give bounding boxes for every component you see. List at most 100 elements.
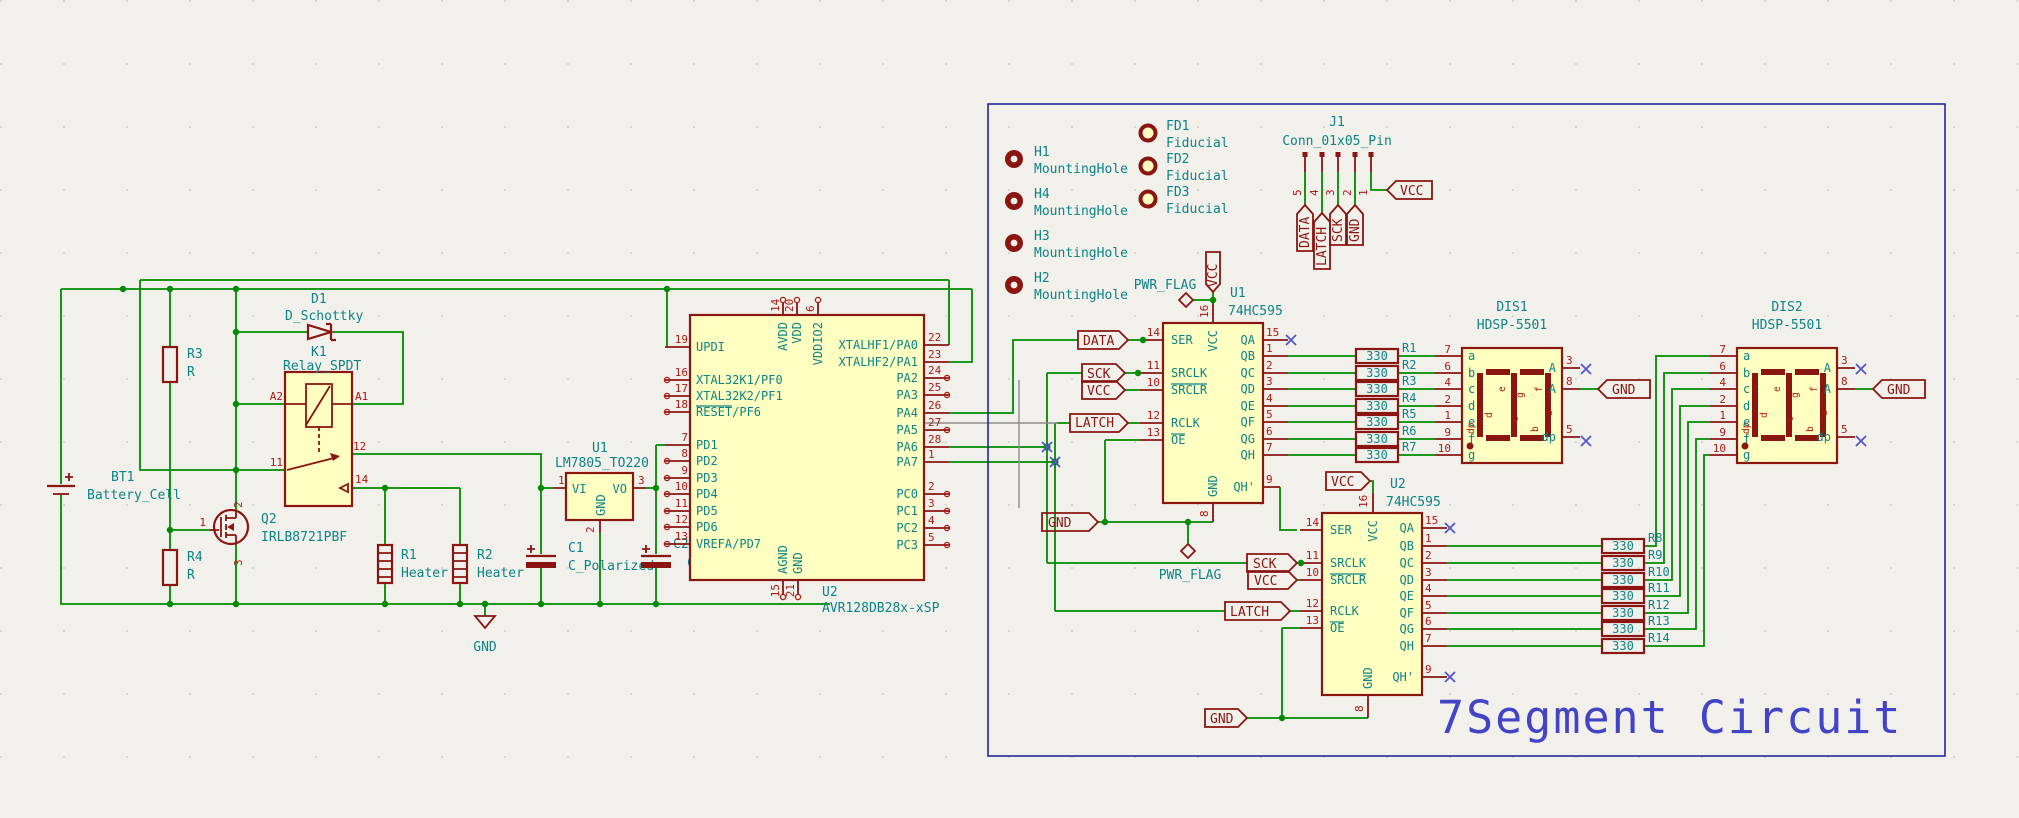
res-value: 330 [1612,539,1634,553]
flag-gnd [1346,203,1364,246]
dis2-pin-num: 8 [1841,375,1848,388]
dis1-pin-stubs [1435,355,1580,456]
mcu-pin-num: 18 [675,398,688,411]
dis2-pin-num: 6 [1719,360,1726,373]
fiducial-icon [1138,156,1158,176]
hole-value: MountingHole [1034,162,1128,177]
sr1-pin-name: SRCLK [1171,366,1208,380]
fiducial-ref: FD3 [1166,185,1189,200]
gnd-symbol-left[interactable]: GND [473,615,497,655]
heater-r1[interactable]: R1 Heater [376,543,448,585]
resistor-r4[interactable]: R4 R [161,548,203,587]
mcu-pin-num: 8 [681,447,688,460]
net-flags[interactable]: DATA SCK VCC LATCH GND SCK VCC LATCH GND… [1041,251,1926,728]
mcu-pin-name: PD1 [696,438,718,452]
fiducial-ref: FD2 [1166,152,1189,167]
regulator-u1[interactable]: VI VO GND 1 3 2 U1 LM7805_TO220 [553,441,649,533]
sr2-pin-num: 13 [1306,614,1319,627]
dis1-pin-name: d [1468,399,1475,413]
sr2-pin-name: QE [1400,589,1414,603]
flag-data [1296,203,1314,252]
dis1-pin-num: 4 [1444,376,1451,389]
res-ref: R4 [1402,391,1416,405]
connector-j1[interactable]: 5 4 3 2 1 J1 Conn_01x05_Pin [1282,115,1392,196]
dis1-pin-num: 10 [1438,442,1451,455]
dis1-value: HDSP-5501 [1477,318,1547,333]
mcu-pin-name: RESET/PF6 [696,405,761,419]
dis1-pin-name: a [1468,349,1475,363]
r2-ref: R2 [477,548,493,563]
flag-gnd-label: GND [1348,218,1363,242]
res-value: 330 [1612,639,1634,653]
mcu-pin-name: PD2 [696,454,718,468]
dis2-pin-num: 7 [1719,343,1726,356]
capacitor-c1[interactable]: C1 C_Polarized [526,541,654,574]
res-ref: R11 [1648,581,1670,595]
sr2-pin-num: 12 [1306,597,1319,610]
j1-pin-stubs [1304,157,1372,172]
mcu-u2[interactable]: 19 16 17 18 7 8 9 10 11 12 13 UPDI XTAL3… [663,296,951,616]
mcu-pin-num: 2 [928,480,935,493]
pwr-flag-diamond-icon [1179,542,1197,560]
sr2-pin-name: RCLK [1330,604,1360,618]
flag-gnd [1596,379,1651,399]
relay-k1[interactable]: A2 A1 11 12 14 K1 Relay_SPDT [270,345,369,508]
sr1-pin-num: 14 [1147,326,1161,339]
sr2-pin-num: 1 [1425,532,1432,545]
mcu-pin-name: PA4 [896,406,918,420]
dis2-pin-num: 10 [1713,442,1726,455]
sr1-pin-num: 11 [1147,359,1160,372]
mcu-pin-num: 12 [675,513,688,526]
resistor-r3[interactable]: R3 R [161,345,203,384]
res-ref: R6 [1402,424,1416,438]
sr2-pin-name: QH [1400,639,1414,653]
hole-value: MountingHole [1034,246,1128,261]
j1-pad [1319,152,1325,157]
dis2-pin-name: a [1743,349,1750,363]
mosfet-q2[interactable]: 1 2 3 Q2 IRLB8721PBF [199,501,347,566]
flag-sck-label: SCK [1087,367,1111,382]
dis2-pin-name: b [1743,366,1750,380]
mcu-pin-name: PA3 [896,388,918,402]
flag-sck-label: SCK [1253,557,1277,572]
mcu-pin-num: 17 [675,382,688,395]
shift-register-u1[interactable]: 14 11 10 12 13 SER SRCLK SRCLR RCLK OE 1… [1140,286,1288,522]
mcu-pin-num: 7 [681,431,688,444]
heater-r2[interactable]: R2 Heater [451,543,524,585]
k1-armature [286,456,339,471]
res-ref: R1 [1402,341,1416,355]
sr1-pin-name: SRCLR [1171,383,1208,397]
flag-data [1077,330,1130,350]
dis2-value: HDSP-5501 [1752,318,1822,333]
sr1-gnd-name: GND [1206,475,1220,497]
shift-register-u2[interactable]: 14 11 10 12 13 SER SRCLK SRCLR RCLK OE 1… [1300,477,1447,718]
battery-bt1[interactable]: BT1 Battery_Cell [47,470,181,503]
mcu-pin-num: 19 [675,333,688,346]
j1-pad [1335,152,1341,157]
flag-latch [1069,413,1130,433]
fiducial-value: Fiducial [1166,136,1229,151]
sr2-pin-name: QD [1400,573,1414,587]
sr1-value: 74HC595 [1228,304,1283,319]
dis1-pin-name: A [1549,361,1557,375]
mcu-pin-name: PD4 [696,487,718,501]
flag-sck [1081,363,1127,383]
seg-letter: b [1805,426,1816,432]
dis1-pin-num: 6 [1444,360,1451,373]
mcu-pin-name: PA6 [896,440,918,454]
r1-coil-lines [378,552,392,578]
flag-vcc [1325,471,1372,491]
q2-ref: Q2 [261,512,277,527]
res-ref: R3 [1402,374,1416,388]
r3-body [161,345,179,384]
j1-net-flags[interactable]: DATA LATCH SCK GND VCC [1296,180,1433,270]
diode-d1[interactable]: D1 D_Schottky [285,292,363,342]
fiducial-icon [1138,189,1158,209]
